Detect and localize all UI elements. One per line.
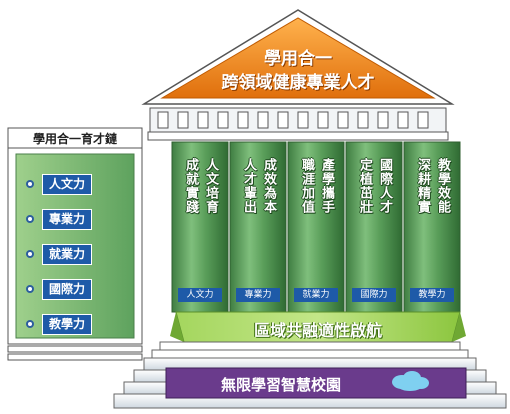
sidebar-item-teaching: 教學力 <box>26 313 136 335</box>
bullet-icon <box>26 285 34 293</box>
sidebar-item-international: 國際力 <box>26 278 136 300</box>
pillar-3-col2: 職涯加值 <box>299 158 314 214</box>
pillar-3-text: 產學攜手 職涯加值 <box>288 158 344 286</box>
pillar-2-label: 專業力 <box>236 288 280 302</box>
pillar-2-text: 成效為本 人才輩出 <box>230 158 286 286</box>
pillar-5-label: 教學力 <box>410 288 454 302</box>
pillar-1-label: 人文力 <box>178 288 222 302</box>
bullet-icon <box>26 320 34 328</box>
pillars-group <box>171 141 461 313</box>
pillar-4-col2: 定植茁壯 <box>357 158 372 214</box>
entablature-teeth <box>157 111 429 129</box>
pillar-1-col1: 人文培育 <box>203 158 218 214</box>
pillar-4-label: 國際力 <box>352 288 396 302</box>
pillar-5-col1: 教學效能 <box>435 158 450 214</box>
sidebar-title: 學用合一育才鏈 <box>32 132 117 146</box>
bullet-icon <box>26 250 34 258</box>
base-text: 無限學習智慧校園 <box>220 376 341 394</box>
pillar-5-col2: 深耕精實 <box>415 158 430 214</box>
pillar-2 <box>229 141 287 313</box>
pillar-1-col2: 成就實踐 <box>183 158 198 214</box>
sidebar-item-humanities: 人文力 <box>26 173 136 195</box>
sidebar-item-label: 就業力 <box>42 243 93 265</box>
sidebar-item-label: 人文力 <box>42 173 93 195</box>
roof-pediment <box>160 17 436 99</box>
bullet-icon <box>26 180 34 188</box>
bullet-icon <box>26 215 34 223</box>
pillar-4-col1: 國際人才 <box>377 158 392 214</box>
roof-title-line2: 跨領域健康專業人才 <box>221 73 375 93</box>
pillar-1-text: 人文培育 成就實踐 <box>172 158 228 286</box>
pillar-3 <box>287 141 345 313</box>
sidebar-item-label: 專業力 <box>42 208 93 230</box>
pillar-2-col1: 成效為本 <box>261 158 276 214</box>
pillar-5 <box>403 141 461 313</box>
roof-title-line1: 學用合一 <box>264 49 332 69</box>
pillar-1 <box>171 141 229 313</box>
banner-text: 區域共融適性啟航 <box>253 321 382 340</box>
pillar-3-col1: 產學攜手 <box>319 158 334 214</box>
pillar-4-text: 國際人才 定植茁壯 <box>346 158 402 286</box>
pillar-3-label: 就業力 <box>294 288 338 302</box>
sidebar-item-professional: 專業力 <box>26 208 136 230</box>
pillar-2-col2: 人才輩出 <box>241 158 256 214</box>
sidebar-item-label: 國際力 <box>42 278 93 300</box>
cloud-icon <box>392 371 429 391</box>
sidebar-item-employability: 就業力 <box>26 243 136 265</box>
pillar-5-text: 教學效能 深耕精實 <box>404 158 460 286</box>
sidebar-item-label: 教學力 <box>42 313 93 335</box>
